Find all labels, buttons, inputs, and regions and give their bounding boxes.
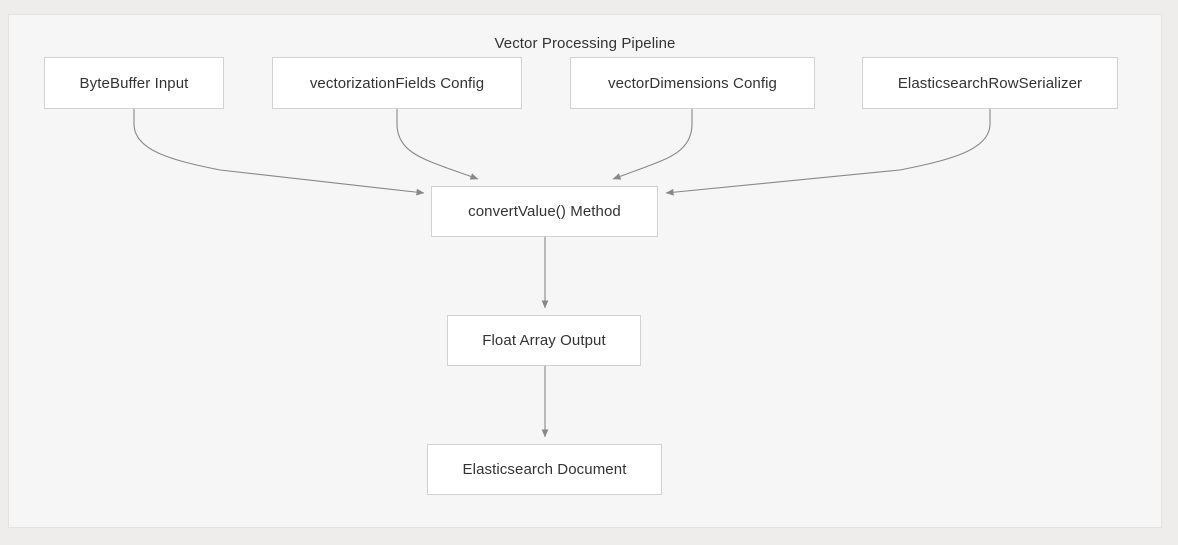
node-vectorization-fields-config[interactable]: vectorizationFields Config — [272, 57, 522, 109]
node-label: vectorizationFields Config — [309, 74, 485, 92]
node-label: ElasticsearchRowSerializer — [897, 74, 1083, 92]
node-convert-value-method[interactable]: convertValue() Method — [431, 186, 658, 237]
diagram-title: Vector Processing Pipeline — [494, 35, 676, 52]
node-elasticsearch-row-serializer[interactable]: ElasticsearchRowSerializer — [862, 57, 1118, 109]
node-label: ByteBuffer Input — [79, 74, 189, 92]
node-vector-dimensions-config[interactable]: vectorDimensions Config — [570, 57, 815, 109]
node-bytebuffer-input[interactable]: ByteBuffer Input — [44, 57, 224, 109]
node-label: Elasticsearch Document — [462, 461, 627, 478]
node-float-array-output[interactable]: Float Array Output — [447, 315, 641, 366]
node-label: convertValue() Method — [468, 203, 621, 220]
node-label: vectorDimensions Config — [607, 74, 778, 92]
node-elasticsearch-document[interactable]: Elasticsearch Document — [427, 444, 662, 495]
node-label: Float Array Output — [482, 332, 606, 349]
